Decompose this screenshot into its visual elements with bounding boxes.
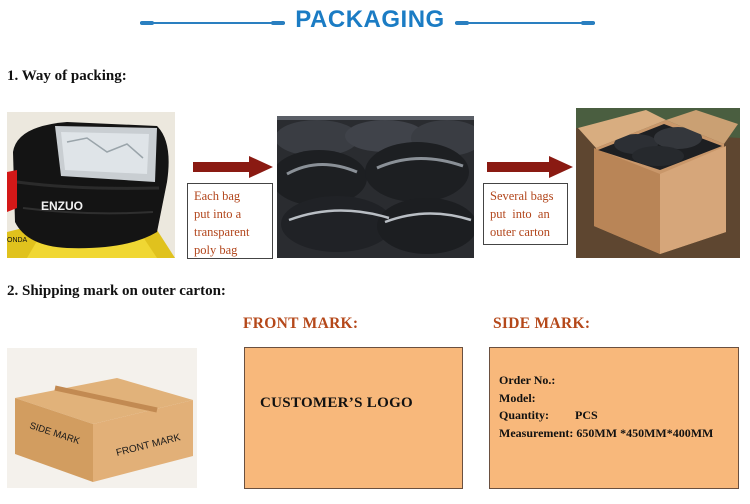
order-number-row: Order No.: — [499, 372, 713, 390]
arrow-right-icon — [193, 156, 273, 178]
quantity-unit: PCS — [575, 408, 598, 422]
poly-bags-image — [277, 116, 474, 258]
open-carton-image — [576, 108, 740, 258]
section-way-of-packing-title: 1. Way of packing: — [7, 68, 127, 84]
note-line: transparent — [194, 225, 250, 239]
outer-carton-photo — [576, 108, 740, 258]
note-line: Several bags — [490, 189, 554, 203]
note-line: put into a — [194, 207, 242, 221]
arrow-right-icon — [487, 156, 573, 178]
page-header: PACKAGING — [0, 0, 750, 44]
front-mark-label: FRONT MARK: — [243, 315, 359, 332]
poly-bag-note: Each bag put into a transparent poly bag — [187, 183, 273, 259]
header-line-right — [455, 21, 595, 25]
measurement-value: 650MM *450MM*400MM — [576, 425, 714, 440]
side-mark-box: Order No.: Model: Quantity: PCS Measureme… — [489, 347, 739, 489]
order-label: Order No.: — [499, 373, 556, 387]
section-shipping-mark-title: 2. Shipping mark on outer carton: — [7, 283, 226, 299]
measurement-row: Measurement: 650MM *450MM*400MM — [499, 425, 713, 443]
model-row: Model: — [499, 390, 713, 408]
carton-box-image: SIDE MARK FRONT MARK — [7, 348, 197, 488]
tank-bag-image: ONDA ENZUO — [7, 112, 175, 258]
product-photo: ONDA ENZUO — [7, 112, 175, 258]
model-label: Model: — [499, 390, 536, 405]
poly-bags-photo — [277, 116, 474, 258]
note-line: outer carton — [490, 225, 551, 239]
customer-logo-text: CUSTOMER’S LOGO — [260, 395, 413, 411]
photo-side-text: ONDA — [7, 237, 28, 244]
quantity-row: Quantity: PCS — [499, 407, 713, 425]
quantity-label: Quantity: — [499, 408, 550, 422]
outer-carton-note: Several bags put into an outer carton — [483, 183, 568, 245]
note-line: poly bag — [194, 243, 238, 257]
carton-illustration: SIDE MARK FRONT MARK — [7, 348, 197, 488]
side-mark-label: SIDE MARK: — [493, 315, 591, 332]
front-mark-box: CUSTOMER’S LOGO — [244, 347, 463, 489]
page-title: PACKAGING — [295, 6, 445, 33]
note-line: Each bag — [194, 189, 241, 203]
measurement-label: Measurement: — [499, 425, 574, 440]
note-line: put into an — [490, 207, 550, 221]
header-line-left — [140, 21, 285, 25]
side-mark-details: Order No.: Model: Quantity: PCS Measureme… — [499, 372, 713, 442]
photo-brand-text: ENZUO — [41, 199, 83, 213]
